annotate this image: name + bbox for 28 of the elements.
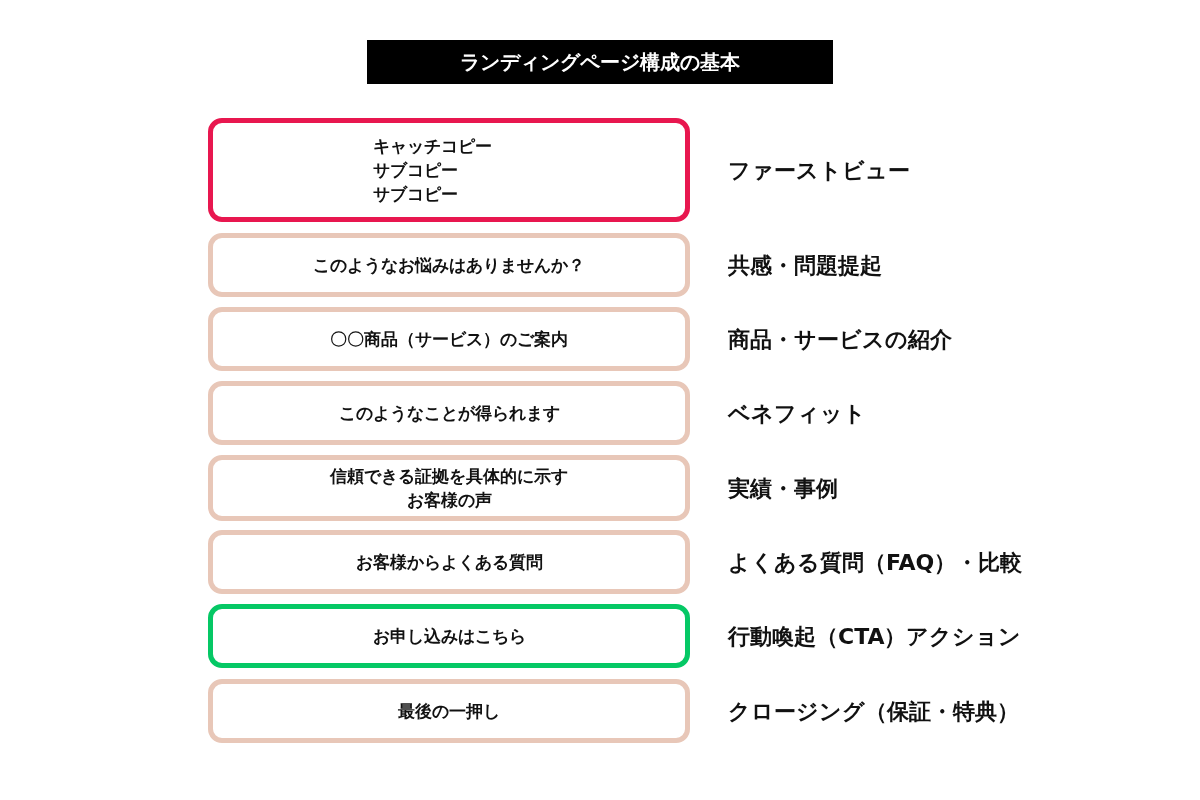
section-box (208, 381, 690, 445)
section-label: よくある質問（FAQ）・比較 (728, 549, 1023, 577)
box-text: サブコピー (373, 183, 458, 206)
section-label: ファーストビュー (728, 157, 910, 185)
section-box (208, 233, 690, 297)
box-text: サブコピー (373, 159, 458, 182)
section-box (208, 679, 690, 743)
section-label: クロージング（保証・特典） (728, 698, 1019, 726)
box-text: 最後の一押し (398, 700, 500, 723)
section-box (208, 118, 690, 222)
section-box (208, 307, 690, 371)
box-text: 信頼できる証拠を具体的に示す (330, 465, 568, 488)
box-text: お申し込みはこちら (372, 625, 526, 648)
section-label: 実績・事例 (728, 475, 838, 503)
title-banner: ランディングページ構成の基本 (367, 40, 833, 84)
box-text: このようなお悩みはありませんか？ (313, 254, 585, 277)
box-text: 〇〇商品（サービス）のご案内 (330, 328, 568, 351)
box-text: キャッチコピー (373, 135, 492, 158)
section-label: ベネフィット (728, 400, 866, 428)
box-text: お客様からよくある質問 (355, 551, 543, 574)
section-box (208, 455, 690, 521)
box-text: このようなことが得られます (338, 402, 560, 425)
section-box (208, 530, 690, 594)
section-label: 商品・サービスの紹介 (728, 326, 952, 354)
section-box (208, 604, 690, 668)
section-label: 共感・問題提起 (728, 252, 882, 280)
section-label: 行動喚起（CTA）アクション (728, 623, 1022, 651)
box-text: お客様の声 (406, 489, 492, 512)
